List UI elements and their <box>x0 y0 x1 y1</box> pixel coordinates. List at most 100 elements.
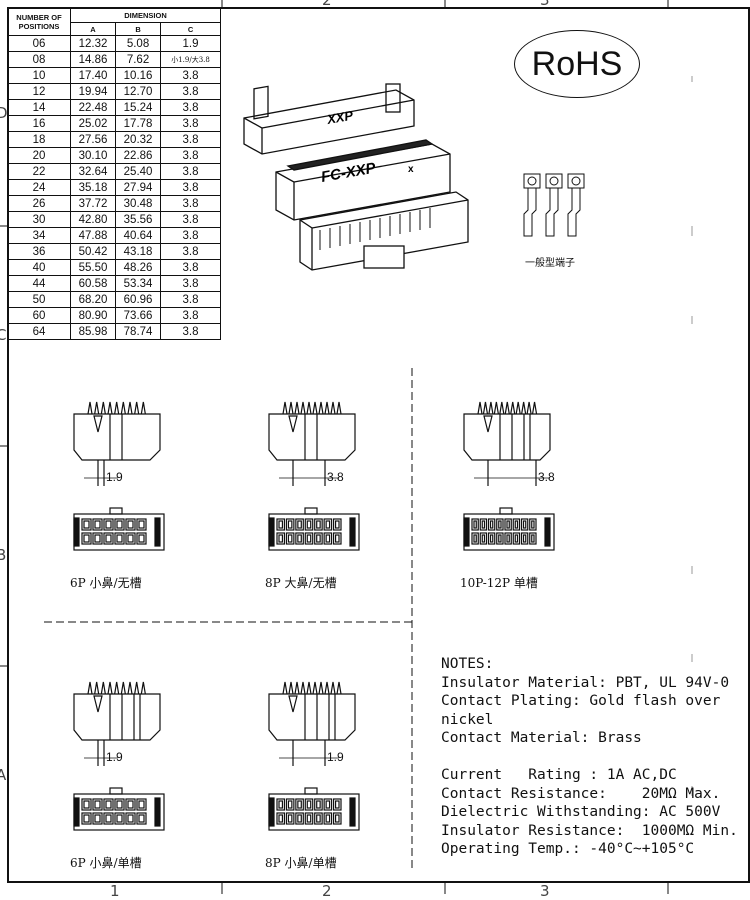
connector-top-label: XXP <box>325 108 355 128</box>
cell-b: 22.86 <box>115 147 162 164</box>
connector-iso-drawing: XXP FC-XXP x <box>243 83 469 271</box>
cell-c: 3.8 <box>160 179 221 196</box>
cell-b: 10.16 <box>115 67 162 84</box>
cell-c: 3.8 <box>160 99 221 116</box>
cell-positions: 34 <box>7 227 71 244</box>
cell-a: 12.32 <box>69 35 117 52</box>
cell-a: 19.94 <box>69 83 117 100</box>
cell-a: 55.50 <box>69 259 117 276</box>
cell-b: 30.48 <box>115 195 162 212</box>
cell-positions: 06 <box>7 35 71 52</box>
cell-positions: 26 <box>7 195 71 212</box>
dimension-label: 3.8 <box>327 470 344 484</box>
note-contact-resistance: Contact Resistance: 20MΩ Max. <box>441 785 721 802</box>
cell-b: 48.26 <box>115 259 162 276</box>
cell-positions: 24 <box>7 179 71 196</box>
view-caption: 6P 小鼻/单槽 <box>70 856 142 870</box>
note-operating-temp: Operating Temp.: -40°C~+105°C <box>441 841 695 857</box>
cell-b: 53.34 <box>115 275 162 292</box>
note-insulator-resistance: Insulator Resistance: 1000MΩ Min. <box>441 822 738 839</box>
cell-a: 47.88 <box>69 227 117 244</box>
cell-c: 3.8 <box>160 115 221 132</box>
cell-b: 12.70 <box>115 83 162 100</box>
note-contact-material: Contact Material: Brass <box>441 730 642 746</box>
cell-b: 78.74 <box>115 323 162 340</box>
cell-b: 7.62 <box>115 51 162 68</box>
cell-a: 30.10 <box>69 147 117 164</box>
notes-title: NOTES: <box>441 656 494 672</box>
cell-positions: 08 <box>7 51 71 68</box>
cell-positions: 40 <box>7 259 71 276</box>
note-dielectric: Dielectric Withstanding: AC 500V <box>441 804 721 820</box>
zone-bottom-2: 2 <box>322 882 332 900</box>
zone-left-c: C <box>0 326 7 344</box>
cell-positions: 20 <box>7 147 71 164</box>
cell-b: 20.32 <box>115 131 162 148</box>
cell-c: 3.8 <box>160 323 221 340</box>
cell-positions: 60 <box>7 307 71 324</box>
note-insulator-material: Insulator Material: PBT, UL 94V-0 <box>441 674 730 691</box>
zone-bottom-3: 3 <box>540 882 550 900</box>
cell-a: 35.18 <box>69 179 117 196</box>
cell-c: 1.9 <box>160 35 221 52</box>
cell-b: 15.24 <box>115 99 162 116</box>
header-dimension: DIMENSION <box>70 7 221 23</box>
note-contact-plating-cont: nickel <box>441 711 494 728</box>
dimension-label: 3.8 <box>538 470 555 484</box>
cell-b: 43.18 <box>115 243 162 260</box>
cell-c: 3.8 <box>160 83 221 100</box>
header-b: B <box>115 22 162 36</box>
cell-positions: 44 <box>7 275 71 292</box>
cell-a: 85.98 <box>69 323 117 340</box>
cell-b: 40.64 <box>115 227 162 244</box>
dimension-label: 1.9 <box>327 750 344 764</box>
view-drawing <box>268 401 360 551</box>
zone-left-d: D <box>0 104 8 122</box>
cell-c: 3.8 <box>160 163 221 180</box>
cell-positions: 18 <box>7 131 71 148</box>
cell-c: 3.8 <box>160 67 221 84</box>
terminal-caption: 一般型端子 <box>525 258 575 269</box>
zone-top-2: 2 <box>322 0 332 9</box>
cell-a: 42.80 <box>69 211 117 228</box>
note-contact-plating: Contact Plating: Gold flash over <box>441 693 721 709</box>
cell-c: 3.8 <box>160 147 221 164</box>
zone-left-b: B <box>0 546 7 564</box>
cell-c: 3.8 <box>160 227 221 244</box>
cell-c: 小1.9/大3.8 <box>160 51 221 68</box>
dimension-label: 1.9 <box>106 750 123 764</box>
cell-b: 60.96 <box>115 291 162 308</box>
cell-a: 27.56 <box>69 131 117 148</box>
cell-c: 3.8 <box>160 259 221 276</box>
dimension-label: 1.9 <box>106 470 123 484</box>
cell-positions: 16 <box>7 115 71 132</box>
cell-a: 80.90 <box>69 307 117 324</box>
cell-c: 3.8 <box>160 195 221 212</box>
cell-a: 37.72 <box>69 195 117 212</box>
cell-positions: 36 <box>7 243 71 260</box>
header-a: A <box>69 22 117 36</box>
zone-bottom-1: 1 <box>110 882 120 900</box>
cell-c: 3.8 <box>160 243 221 260</box>
header-positions: NUMBER OF POSITIONS <box>7 7 71 36</box>
cell-a: 68.20 <box>69 291 117 308</box>
cell-positions: 50 <box>7 291 71 308</box>
rohs-badge: RoHS <box>514 30 640 98</box>
cell-positions: 10 <box>7 67 71 84</box>
zone-left-a: A <box>0 766 7 784</box>
cell-b: 25.40 <box>115 163 162 180</box>
cell-c: 3.8 <box>160 131 221 148</box>
